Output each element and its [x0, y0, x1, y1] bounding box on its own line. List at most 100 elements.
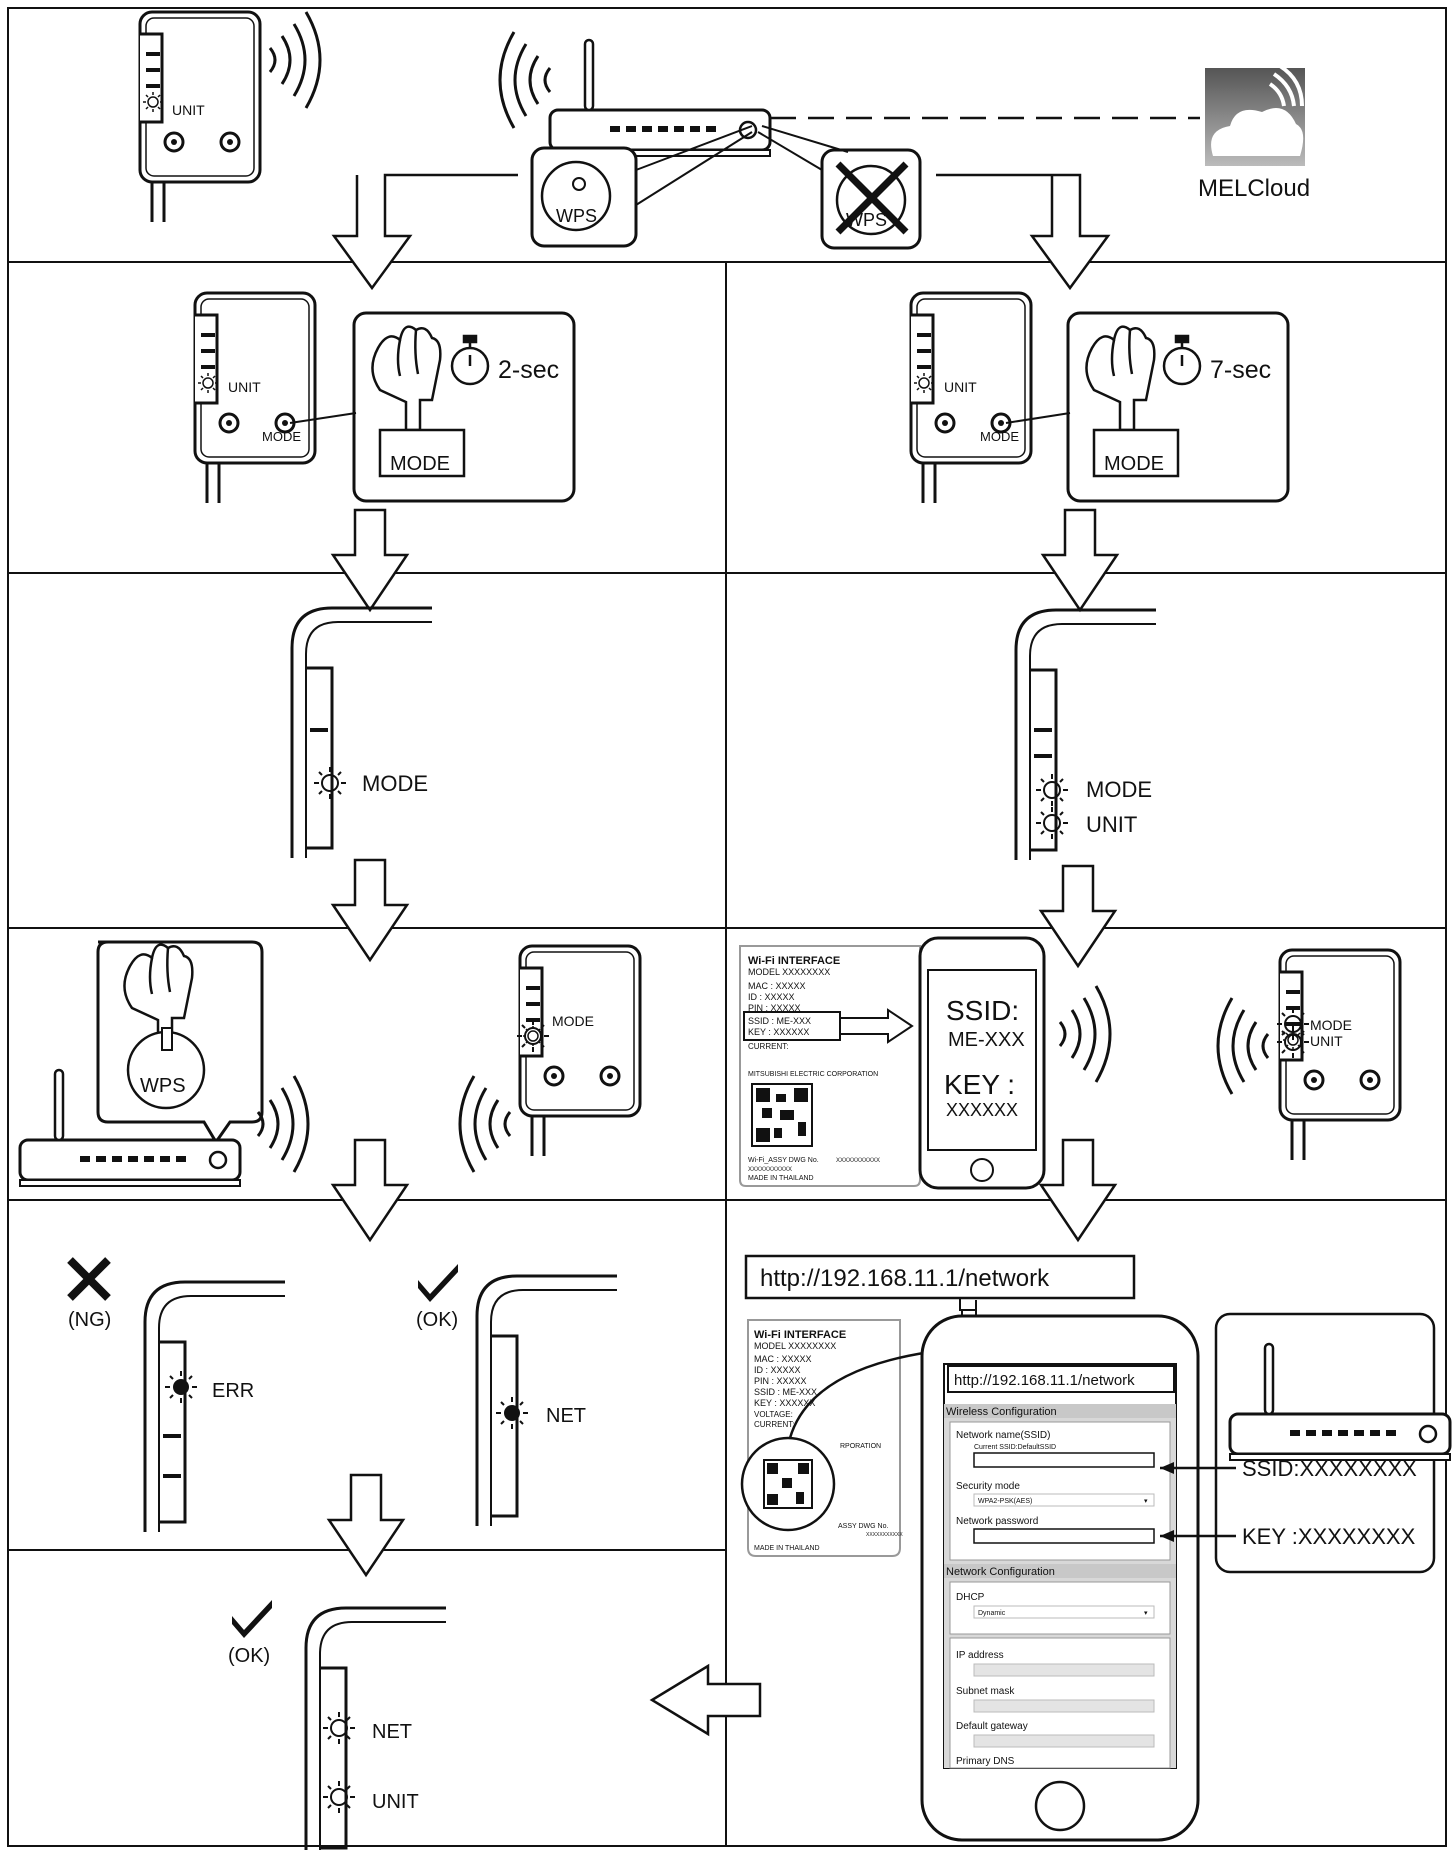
unit-label: UNIT [228, 379, 261, 395]
ip-address-label: IP address [956, 1650, 1004, 1661]
led-unit-label: UNIT [1086, 812, 1137, 837]
sticker-mac: MAC : XXXXX [748, 981, 806, 991]
wps-label: WPS [140, 1075, 186, 1097]
wifi-waves-icon [1216, 996, 1270, 1096]
adapter-side-view [290, 606, 434, 860]
sticker-ssid: SSID : ME-XXX [754, 1387, 817, 1397]
smartphone: SSID: ME-XXX KEY : XXXXXX [918, 936, 1046, 1190]
final-ok-label: (OK) [228, 1645, 270, 1667]
mode-button-icon [1092, 428, 1180, 478]
mode-led-blink-icon [1035, 773, 1069, 807]
ng-cross-icon [67, 1257, 111, 1301]
down-arrow [1041, 508, 1119, 612]
left-mode-press-panel: UNIT MODE MODE 2-sec [193, 291, 576, 505]
url-text: http://192.168.11.1/network [760, 1265, 1050, 1292]
wireless-config-title: Wireless Configuration [946, 1406, 1057, 1418]
sticker-dwg-code: XXXXXXXXXXX [836, 1158, 880, 1164]
wifi-waves-icon [1058, 984, 1112, 1084]
key-callout: KEY :XXXXXXXX [1242, 1524, 1416, 1549]
sticker-model: MODEL XXXXXXXX [748, 967, 830, 977]
ssid-input[interactable] [973, 1452, 1155, 1468]
ok-label: (OK) [416, 1309, 458, 1331]
sticker-pin: PIN : XXXXX [748, 1003, 801, 1013]
adapter-side-view [475, 1274, 619, 1528]
mode-led-blink-icon [313, 766, 347, 800]
unit-led-blink-icon [1035, 806, 1069, 840]
down-arrow [331, 508, 409, 612]
smartphone-browser: http://192.168.11.1/network Wireless Con… [920, 1314, 1200, 1842]
adapter-side-view [143, 1280, 287, 1534]
left-arrow [649, 1663, 762, 1737]
sticker-key: KEY : XXXXXX [754, 1398, 815, 1408]
phone-key-label: KEY : [944, 1069, 1015, 1100]
sticker-voltage: VOLTAGE: [754, 1410, 793, 1419]
security-mode-value: WPA2-PSK(AES) [978, 1498, 1032, 1505]
adapter-mode-label: MODE [1310, 1017, 1352, 1033]
ip-address-input[interactable] [973, 1663, 1155, 1677]
unit-label: UNIT [944, 379, 977, 395]
password-input[interactable] [973, 1528, 1155, 1544]
phone-key-value: XXXXXX [946, 1100, 1018, 1120]
dhcp-value: Dynamic [978, 1610, 1006, 1617]
ng-label: (NG) [68, 1309, 111, 1331]
final-ok-panel: (OK) NET UNIT [228, 1600, 448, 1850]
router-callout [1214, 1312, 1452, 1574]
down-arrow [327, 1473, 405, 1577]
web-config-panel: http://192.168.11.1/network Wi-Fi INTERF… [740, 1254, 1452, 1842]
right-led-mode-unit-panel: MODE UNIT [1014, 608, 1158, 862]
sticker-maker: RPORATION [840, 1443, 881, 1450]
sticker-current: CURRENT: [754, 1420, 794, 1429]
sticker-mac: MAC : XXXXX [754, 1354, 812, 1364]
top-panel: UNIT MELCloud WPS [138, 10, 1310, 291]
network-name-label: Network name(SSID) [956, 1430, 1050, 1441]
down-arrow [1039, 864, 1117, 968]
wifi-waves-icon [256, 1074, 310, 1174]
primary-dns-label: Primary DNS [956, 1756, 1015, 1767]
ok-check-icon [232, 1600, 272, 1638]
led-mode-label: MODE [362, 771, 428, 796]
wifi-waves-icon [498, 30, 552, 130]
led-mode-label: MODE [1086, 777, 1152, 802]
left-split-arrow [331, 173, 518, 291]
sticker-title: Wi-Fi INTERFACE [754, 1329, 846, 1341]
sticker-maker: MITSUBISHI ELECTRIC CORPORATION [748, 1071, 878, 1078]
sticker-dwg: ASSY DWG No. [838, 1523, 888, 1530]
sticker-id: ID : XXXXX [754, 1365, 801, 1375]
wifi-adapter [909, 291, 1033, 505]
sticker-dwg-code: XXXXXXXXXXX [866, 1532, 903, 1538]
sticker-title: Wi-Fi INTERFACE [748, 955, 840, 967]
chevron-down-icon: ▾ [1144, 1610, 1148, 1617]
net-label: NET [546, 1405, 586, 1427]
wps-button-callout: WPS [530, 125, 753, 248]
security-mode-label: Security mode [956, 1481, 1020, 1492]
right-ssid-key-panel: Wi-Fi INTERFACE MODEL XXXXXXXX MAC : XXX… [739, 936, 1402, 1190]
url-box [744, 1254, 1136, 1300]
label-sticker: Wi-Fi INTERFACE MODEL XXXXXXXX MAC : XXX… [739, 945, 921, 1187]
err-label: ERR [212, 1380, 254, 1402]
security-mode-select[interactable] [973, 1493, 1155, 1507]
default-gateway-input[interactable] [973, 1734, 1155, 1748]
sticker-model: MODEL XXXXXXXX [754, 1341, 836, 1351]
wifi-adapter [518, 944, 642, 1158]
default-gateway-label: Default gateway [956, 1721, 1028, 1732]
right-split-arrow [936, 173, 1111, 291]
network-config-title: Network Configuration [946, 1566, 1055, 1578]
dhcp-select[interactable] [973, 1605, 1155, 1619]
subnet-mask-input[interactable] [973, 1699, 1155, 1713]
sticker-serial: XXXXXXXXXXX [748, 1167, 792, 1173]
sticker-made: MADE IN THAILAND [754, 1545, 820, 1552]
sticker-dwg: Wi-Fi_ASSY DWG No. [748, 1157, 819, 1164]
chevron-down-icon: ▾ [1144, 1498, 1148, 1505]
net-led-blink-icon [322, 1711, 356, 1745]
adapter-unit-label: UNIT [1310, 1033, 1343, 1049]
browser-url-bar[interactable] [947, 1365, 1175, 1393]
timer-label: 7-sec [1210, 356, 1271, 384]
net-led-on-icon [495, 1396, 529, 1430]
sticker-made: MADE IN THAILAND [748, 1175, 814, 1182]
sticker-pin: PIN : XXXXX [754, 1376, 807, 1386]
phone-ssid-value: ME-XXX [948, 1029, 1025, 1051]
final-net-label: NET [372, 1721, 412, 1743]
wifi-waves-icon [268, 10, 322, 110]
phone-ssid-label: SSID: [946, 995, 1019, 1026]
sticker-id: ID : XXXXX [748, 992, 795, 1002]
